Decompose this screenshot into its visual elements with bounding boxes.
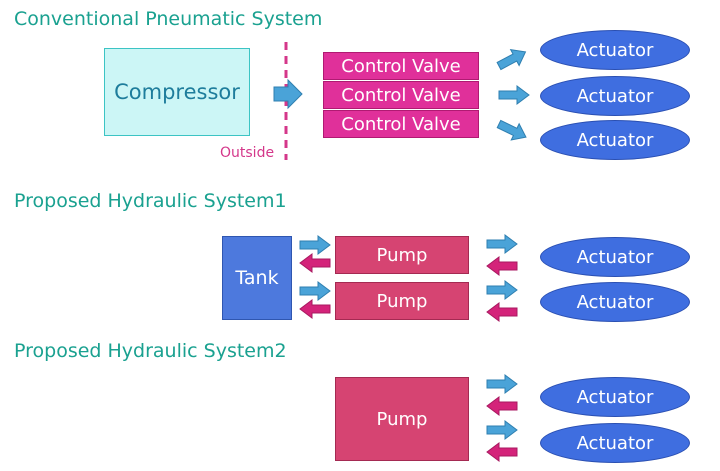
control-valve-2: Control Valve	[323, 81, 479, 109]
control-valve-3: Control Valve	[323, 110, 479, 138]
tank-box: Tank	[222, 236, 292, 320]
actuator-5: Actuator	[540, 282, 690, 322]
actuator-6: Actuator	[540, 377, 690, 417]
tank-pump1-supply-arrow	[299, 235, 331, 255]
pump3-actuator1-return-arrow	[486, 396, 518, 416]
compressor-flow-arrow	[273, 78, 303, 110]
pump-1: Pump	[335, 236, 469, 274]
tank-pump2-supply-arrow	[299, 281, 331, 301]
pump1-actuator-supply-arrow	[486, 234, 518, 254]
tank-pump2-return-arrow	[299, 299, 331, 319]
actuator-1: Actuator	[540, 30, 690, 70]
pump-3: Pump	[335, 377, 469, 461]
tank-pump1-return-arrow	[299, 253, 331, 273]
compressor-box: Compressor	[104, 48, 250, 136]
pump3-actuator2-supply-arrow	[486, 420, 518, 440]
valve-arrow-3	[494, 115, 531, 146]
title-conventional-pneumatic: Conventional Pneumatic System	[14, 8, 323, 30]
actuator-2: Actuator	[540, 76, 690, 116]
pump3-actuator1-supply-arrow	[486, 374, 518, 394]
valve-arrow-1	[494, 43, 531, 75]
actuator-4: Actuator	[540, 237, 690, 277]
actuator-3: Actuator	[540, 120, 690, 160]
title-proposed-hydraulic-1: Proposed Hydraulic System1	[14, 190, 287, 212]
pump-2: Pump	[335, 282, 469, 320]
actuator-7: Actuator	[540, 423, 690, 463]
valve-arrow-2	[498, 85, 530, 105]
title-proposed-hydraulic-2: Proposed Hydraulic System2	[14, 340, 287, 362]
pump3-actuator2-return-arrow	[486, 442, 518, 462]
control-valve-1: Control Valve	[323, 52, 479, 80]
pump1-actuator-return-arrow	[486, 256, 518, 276]
outside-label: Outside	[220, 145, 275, 161]
pump2-actuator-return-arrow	[486, 302, 518, 322]
pump2-actuator-supply-arrow	[486, 280, 518, 300]
